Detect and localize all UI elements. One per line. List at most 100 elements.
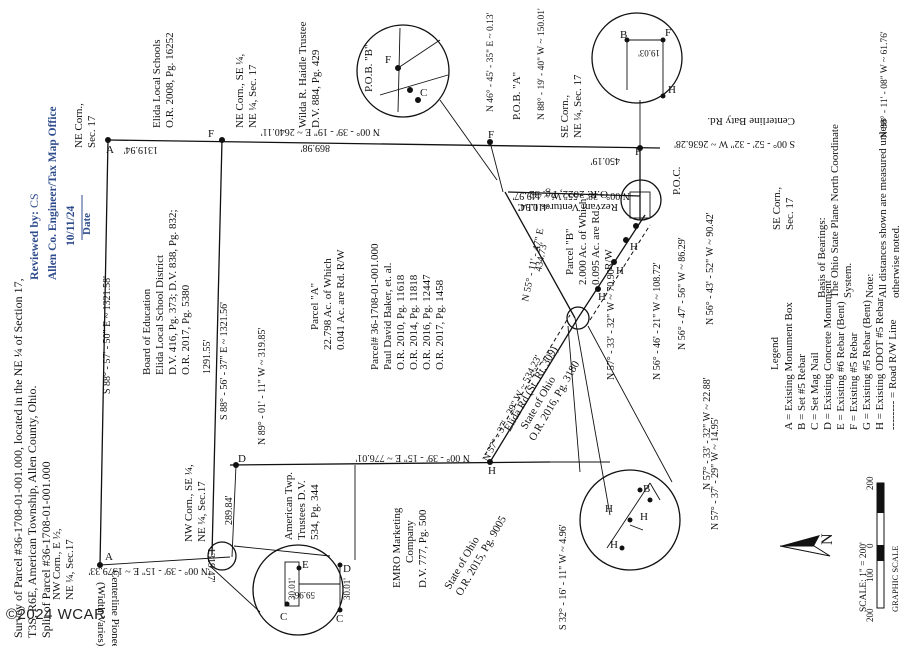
corner-ne-se-1: NE Corn., SE ¼, — [234, 54, 246, 129]
point-a-nw — [97, 562, 103, 568]
point-h-4 — [633, 223, 639, 229]
road-pioneer: Centerline Pioneer Rd. — [109, 570, 121, 646]
bearing-b4: N 57° - 33' - 32" W ~ 70.90' — [606, 267, 617, 380]
legend-title: Legend — [769, 337, 781, 370]
owner-elida-schools-1: Elida Local Schools — [151, 39, 163, 128]
point-h-south — [487, 459, 493, 465]
point-label-h-7: H — [610, 539, 618, 551]
point-label-d-2: D — [343, 563, 351, 575]
title-line-3: Split of Parcel #36-1708-01-001.000 — [39, 461, 53, 638]
corner-se-1: SE Corn., — [559, 95, 571, 138]
corner-se-2: NE ¼, Sec. 17 — [572, 74, 584, 138]
bearing-b1: N 56° - 43' - 52" W ~ 90.42' — [705, 212, 716, 325]
bearing-b2: N 56° - 47' - 56" W ~ 86.29' — [677, 237, 688, 350]
inset-dim-c: 30.01' — [342, 578, 352, 600]
point-label-f-2: F — [488, 129, 494, 141]
legend: Legend A = Existing Monument Box B = Set… — [769, 280, 899, 430]
bearing-b5: N 57° - 33' - 32" W ~ 22.88' — [702, 377, 713, 490]
point-label-a-1: A — [105, 551, 113, 563]
south-line-emro — [229, 461, 551, 466]
bearing-pioneer-a: N 00° - 39' - 15" E ~ 1379.33' — [88, 565, 208, 576]
note-line-2: otherwise noted. — [890, 225, 902, 298]
corner-nw-2: NE ¼, Sec.17 — [64, 539, 76, 600]
rezvani-line — [507, 191, 641, 197]
bearing-d-seg: 289.84' — [224, 496, 235, 526]
parcel-b-lines — [574, 317, 611, 516]
bearing-north-top-left: 1319.94' — [124, 144, 159, 155]
bearing-north-top-seg: 869.98' — [301, 142, 331, 153]
point-label-h-3: H — [616, 265, 624, 277]
reviewed-by-label: Reviewed by: CS — [27, 193, 41, 280]
basis-line-2: System. — [842, 263, 854, 298]
bearing-ne-c: N 88° - 11' - 08" W ~ 61.76' — [879, 31, 890, 138]
bearing-mid: S 88° - 56' - 37" E ~ 1321.56' — [219, 302, 230, 420]
point-f-top — [219, 137, 225, 143]
owner-elida-schools-2: O.R. 2008, Pg. 16252 — [164, 32, 176, 128]
elida-road-line — [489, 317, 579, 463]
legend-item-f: F = Existing #5 Rebar — [848, 332, 860, 430]
corner-nw-se-1: NW Corn., SE ¼, — [183, 464, 195, 542]
owner-haidle-1: Wilda R. Haidle Trustee — [297, 21, 309, 128]
point-label-a-2: A — [106, 144, 114, 156]
parcel-b-3: 0.095 Ac. are Rd. — [590, 208, 602, 285]
poc-label: P.O.C. — [671, 166, 683, 195]
basis-title: Basis of Bearings: — [816, 217, 828, 298]
corner-ne-2: Sec. 17 — [86, 115, 98, 148]
row-line-1 — [484, 314, 571, 456]
north-section-line — [107, 139, 661, 149]
point-label-h-8: H — [640, 511, 648, 523]
point-label-f-5: F — [385, 54, 391, 66]
point-label-c-1: C — [420, 87, 427, 99]
corner-se-sec-2: Sec. 17 — [784, 197, 796, 230]
elida-road-line-2 — [577, 214, 646, 319]
owner-rezvani-1: Rezvani Ventures LLC — [517, 201, 618, 213]
legend-item-e: E = Existing #6 Rebar (Bent) — [835, 301, 847, 430]
bearing-mid-seg: 1291.55' — [202, 340, 213, 375]
scale-tick-200a: 200 — [865, 608, 875, 622]
owner-american-twp-2: Trustees D.V. — [296, 480, 308, 540]
pob-b-label: P.O.B. "B" — [363, 45, 375, 93]
legend-item-b: B = Set #5 Rebar — [796, 354, 808, 430]
row-line-2 — [589, 224, 651, 321]
legend-item-d: D = Existing Concrete Monument — [822, 280, 834, 430]
legend-item-row: -------- = Road R/W Line — [887, 319, 899, 430]
inset-dim-b: 59.96' — [293, 590, 315, 600]
bearing-d-line: N 89° - 01' - 11" W ~ 319.85' — [257, 328, 268, 445]
corner-se-sec-1: SE Corn., — [771, 187, 783, 230]
ne-quarter-line — [489, 141, 504, 193]
point-label-c-2: C — [280, 611, 287, 623]
corner-ne-se-2: NE ¼, Sec. 17 — [247, 64, 259, 128]
bearing-pioneer-b: 1319.47' — [205, 548, 216, 583]
parcel-a-3: 0.041 Ac. are Rd. R/W — [335, 249, 347, 350]
point-a-ne — [105, 137, 111, 143]
inset-circle-pob — [356, 24, 498, 181]
owner-american-twp-1: American Twp. — [283, 472, 295, 540]
scale-graphic-label: GRAPHIC SCALE — [890, 546, 900, 612]
bearing-b7: S 32° - 16' - 11" W ~ 4.96' — [558, 524, 569, 630]
owner-board-3: D.V. 416, Pg. 373; D.V. 838, Pg. 832; — [167, 209, 179, 375]
point-label-h-1: H — [488, 465, 496, 477]
parcel-no-4: O.R. 2014, Pg. 11818 — [408, 274, 420, 370]
parcel-no-3: O.R. 2010, Pg. 11618 — [395, 274, 407, 370]
bearing-ne-b: N 88° - 19' - 40" W ~ 150.01' — [536, 8, 547, 120]
inset-circle-ne — [591, 12, 683, 148]
west-line-pioneer — [99, 139, 109, 566]
legend-item-a: A = Existing Monument Box — [783, 302, 795, 430]
scale-label: SCALE: 1" = 200' — [859, 542, 869, 612]
bearing-se-seg: 450.19' — [591, 155, 621, 166]
road-baty: Centerline Baty Rd. — [707, 115, 795, 127]
point-label-f-1: F — [208, 128, 214, 140]
inset-circle-nw — [207, 541, 344, 636]
d-line — [231, 464, 237, 558]
bearing-south: N 00° - 39' - 15" E ~ 776.01' — [355, 452, 470, 463]
inset-dim-ne: 19.03' — [638, 48, 660, 58]
bearing-west: S 88° - 57' - 50" E ~ 1321.58' — [102, 276, 113, 394]
title-line-2: T3S, R6E, American Township, Allen Count… — [25, 386, 39, 639]
owner-board-2: Elida Local School District — [154, 255, 166, 375]
parcel-a-1: Parcel "A" — [309, 283, 321, 330]
owner-emro-1: EMRO Marketing — [391, 507, 403, 588]
point-label-b-1: B — [620, 29, 627, 41]
owner-rezvani-2: O.R. 2022, Pg. 32 — [529, 188, 608, 200]
parcel-b-4: R/W — [603, 249, 615, 270]
